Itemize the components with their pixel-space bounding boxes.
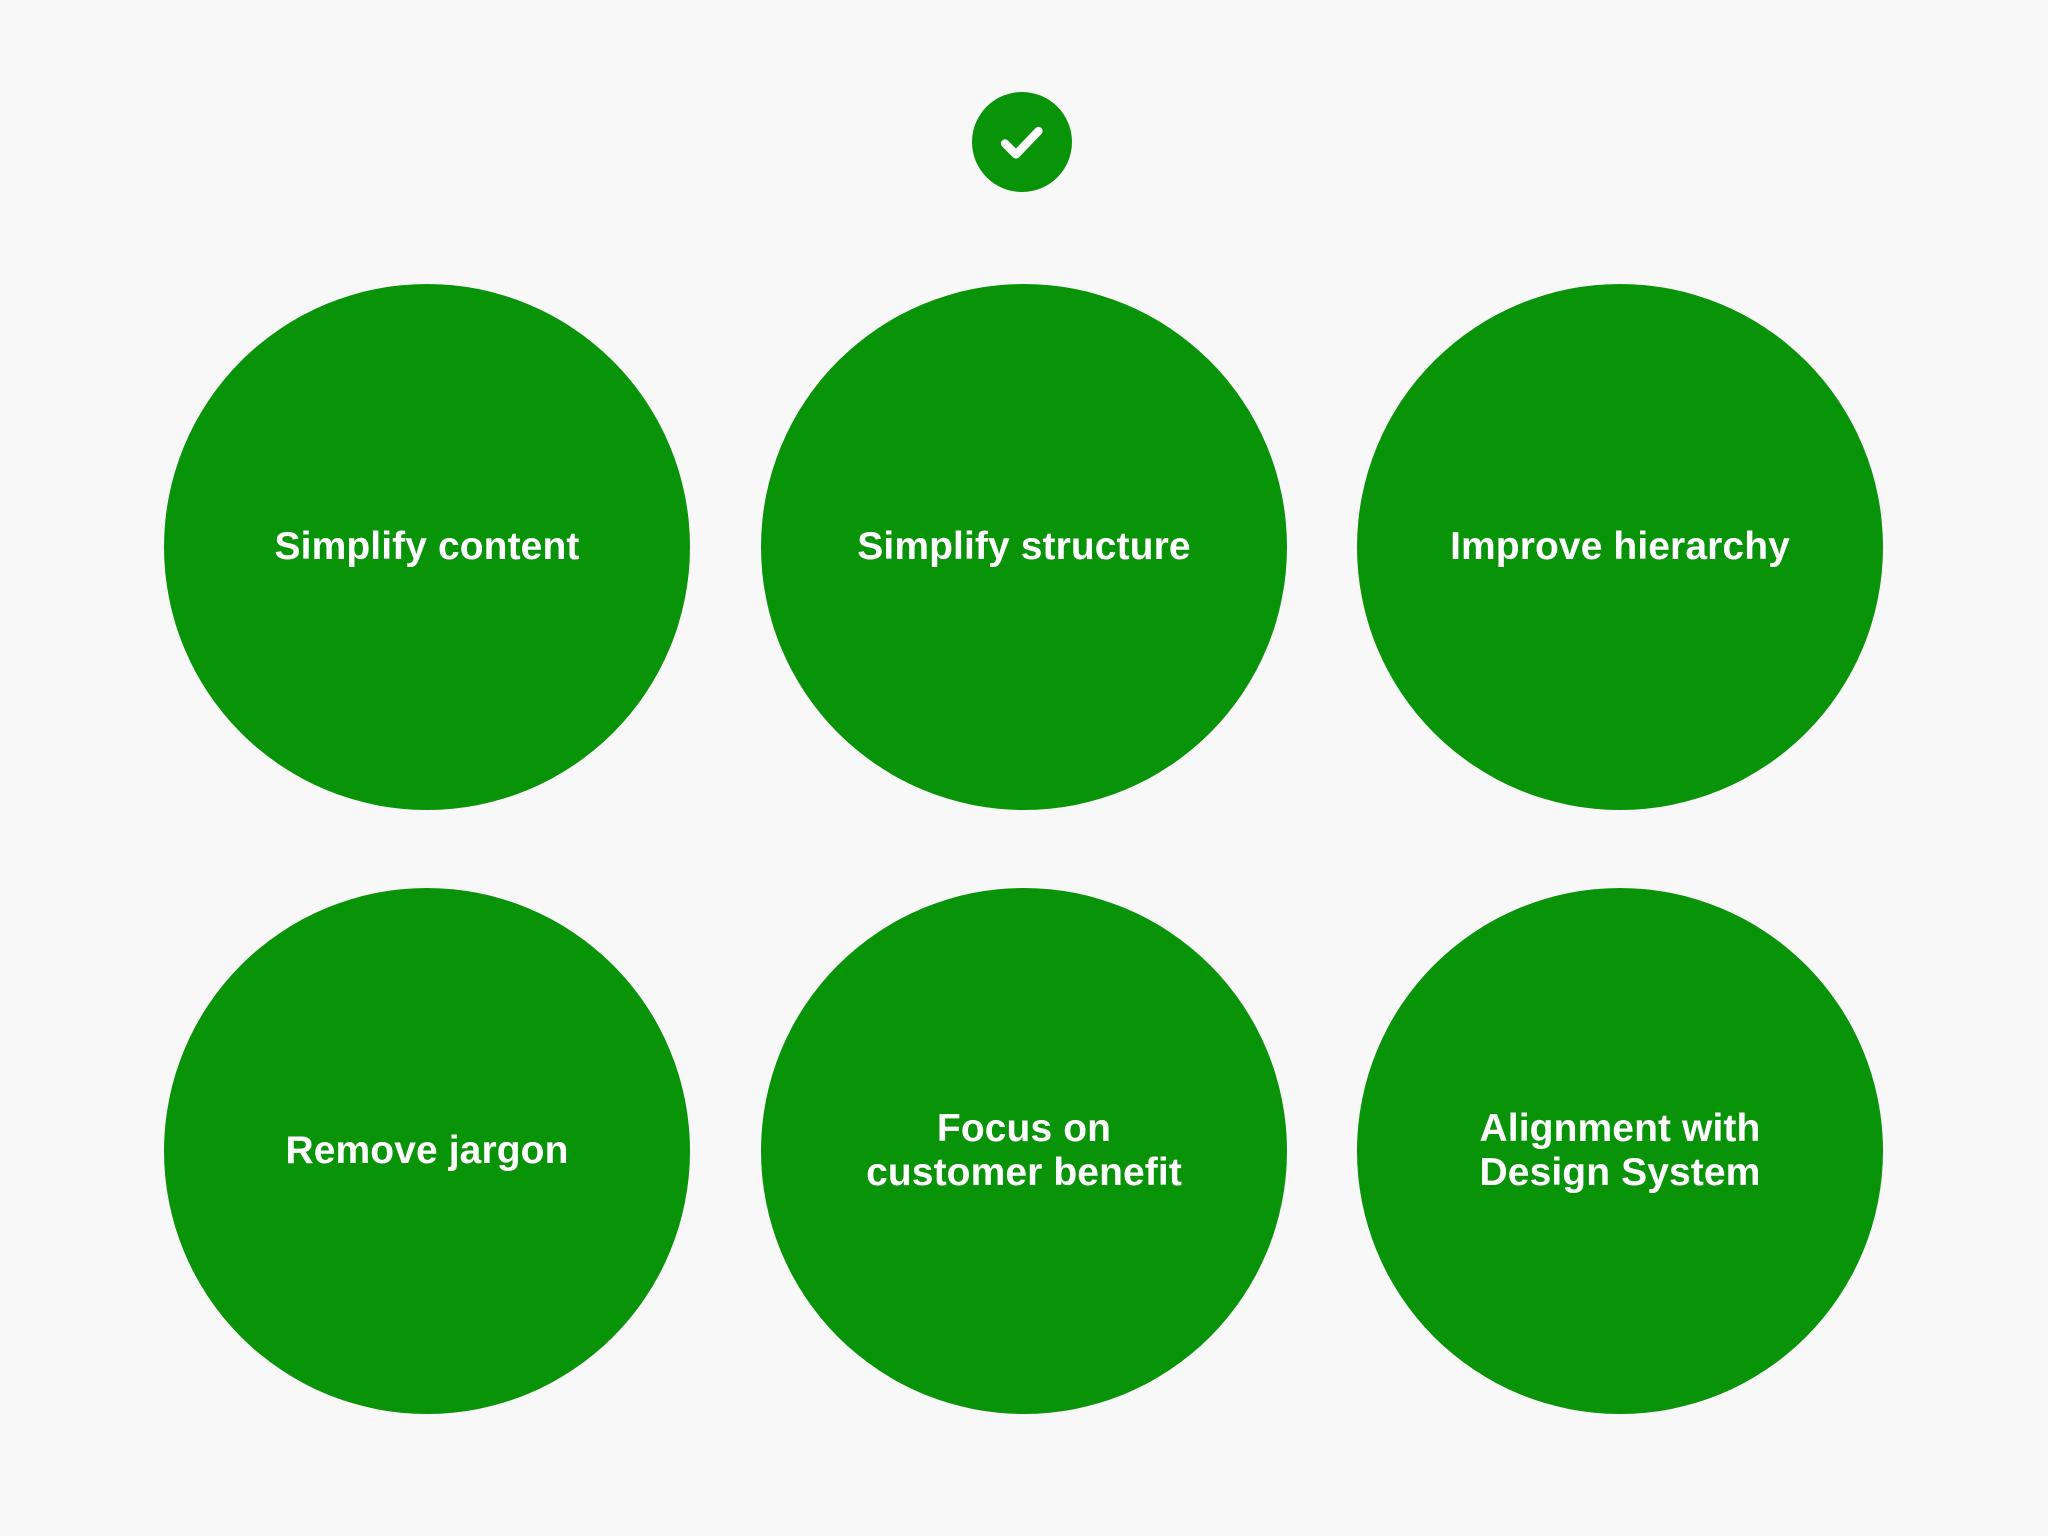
bubble-remove-jargon[interactable]: Remove jargon bbox=[164, 888, 690, 1414]
bubble-label: Alignment with Design System bbox=[1479, 1107, 1761, 1194]
bubble-label: Focus on customer benefit bbox=[866, 1107, 1182, 1194]
bubble-label: Improve hierarchy bbox=[1450, 525, 1790, 569]
bubble-simplify-structure[interactable]: Simplify structure bbox=[761, 284, 1287, 810]
bubble-simplify-content[interactable]: Simplify content bbox=[164, 284, 690, 810]
bubble-label: Simplify structure bbox=[857, 525, 1191, 569]
bubble-label: Simplify content bbox=[274, 525, 580, 569]
bubble-alignment-with-design-system[interactable]: Alignment with Design System bbox=[1357, 888, 1883, 1414]
check-icon bbox=[992, 112, 1052, 172]
bubble-focus-on-customer-benefit[interactable]: Focus on customer benefit bbox=[761, 888, 1287, 1414]
bubble-label: Remove jargon bbox=[285, 1129, 569, 1173]
bubble-improve-hierarchy[interactable]: Improve hierarchy bbox=[1357, 284, 1883, 810]
check-badge bbox=[972, 92, 1072, 192]
